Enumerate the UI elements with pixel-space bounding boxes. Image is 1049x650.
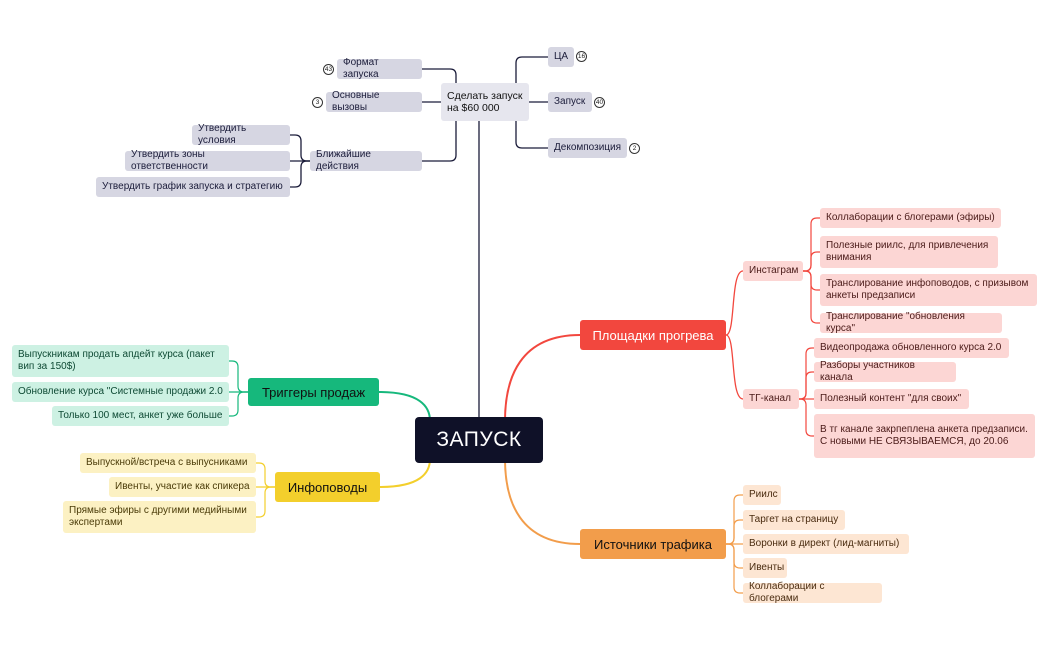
traffic-item[interactable]: Риилс [743, 485, 781, 505]
decomposition-node[interactable]: Декомпозиция [548, 138, 627, 158]
audience-node[interactable]: ЦА [548, 47, 574, 67]
central-to-traffic-line [504, 458, 581, 545]
telegram-item[interactable]: Разборы участников канала [814, 360, 956, 383]
news-item-line [256, 486, 275, 518]
news-hooks-node[interactable]: Инфоповоды [275, 472, 380, 502]
warmup-to-telegram-line [725, 334, 744, 400]
launch-format-count-badge[interactable]: 43 [323, 64, 334, 75]
next-actions-node[interactable]: Ближайшие действия [310, 149, 422, 172]
audience-count-badge[interactable]: 16 [576, 51, 587, 62]
news-item[interactable]: Ивенты, участие как спикера [109, 477, 256, 497]
telegram-item-line [799, 398, 814, 437]
instagram-item[interactable]: Транслирование инфоповодов, с призывом а… [820, 274, 1037, 306]
traffic-item[interactable]: Таргет на страницу [743, 510, 845, 530]
goal-topic[interactable]: Сделать запуск на $60 000 [441, 83, 529, 121]
trigger-item[interactable]: Обновление курса "Системные продажи 2.0 [12, 382, 229, 402]
launch-format-node[interactable]: Формат запуска [337, 57, 422, 80]
trigger-item[interactable]: Выпускникам продать апдейт курса (пакет … [12, 345, 229, 377]
telegram-item[interactable]: В тг канале закрпеплена анкета предзапис… [814, 414, 1035, 458]
instagram-item[interactable]: Транслирование "обновления курса" [820, 311, 1002, 334]
trigger-item-line [229, 360, 248, 393]
decomposition-count-badge[interactable]: 2 [629, 143, 640, 154]
instagram-node[interactable]: Инстаграм [743, 261, 803, 281]
warmup-platforms-node[interactable]: Площадки прогрева [580, 320, 726, 350]
warmup-to-instagram-line [725, 270, 744, 336]
main-challenges-node[interactable]: Основные вызовы [326, 90, 422, 113]
telegram-item[interactable]: Полезный контент "для своих" [814, 389, 969, 409]
news-item[interactable]: Выпускной/встреча с выпусниками [80, 453, 256, 473]
telegram-item[interactable]: Видеопродажа обновленного курса 2.0 [814, 338, 1009, 358]
news-item[interactable]: Прямые эфиры с другими медийными эксперт… [63, 501, 256, 533]
next-actions-line [290, 160, 310, 188]
next-actions-line [290, 134, 310, 162]
telegram-item-line [799, 371, 814, 400]
traffic-item-line [726, 543, 743, 594]
sales-triggers-node[interactable]: Триггеры продаж [248, 378, 379, 406]
instagram-item-line [803, 251, 820, 272]
traffic-item-line [726, 519, 743, 545]
traffic-item[interactable]: Ивенты [743, 558, 787, 578]
launch-count-badge[interactable]: 40 [594, 97, 605, 108]
central-topic[interactable]: ЗАПУСК [415, 417, 543, 463]
central-to-news-line [379, 458, 431, 488]
trigger-item-line [229, 391, 248, 417]
trigger-item[interactable]: Только 100 мест, анкет уже больше [52, 406, 229, 426]
next-action-item[interactable]: Утвердить график запуска и стратегию [96, 177, 290, 197]
traffic-item[interactable]: Воронки в директ (лид-магниты) [743, 534, 909, 554]
central-to-triggers-line [378, 391, 431, 422]
traffic-item[interactable]: Коллаборации с блогерами [743, 581, 882, 604]
telegram-channel-node[interactable]: ТГ-канал [743, 389, 799, 409]
instagram-item[interactable]: Полезные риилс, для привлечения внимания [820, 236, 998, 268]
main-challenges-count-badge[interactable]: 3 [312, 97, 323, 108]
launch-node[interactable]: Запуск [548, 92, 592, 112]
instagram-item[interactable]: Коллаборации с блогерами (эфиры) [820, 208, 1001, 228]
instagram-item-line [803, 270, 820, 324]
traffic-sources-node[interactable]: Источники трафика [580, 529, 726, 559]
next-action-item[interactable]: Утвердить зоны ответственности [125, 149, 290, 172]
next-action-item[interactable]: Утвердить условия [192, 123, 290, 146]
central-to-warmup-line [504, 334, 581, 422]
news-item-line [256, 462, 275, 488]
